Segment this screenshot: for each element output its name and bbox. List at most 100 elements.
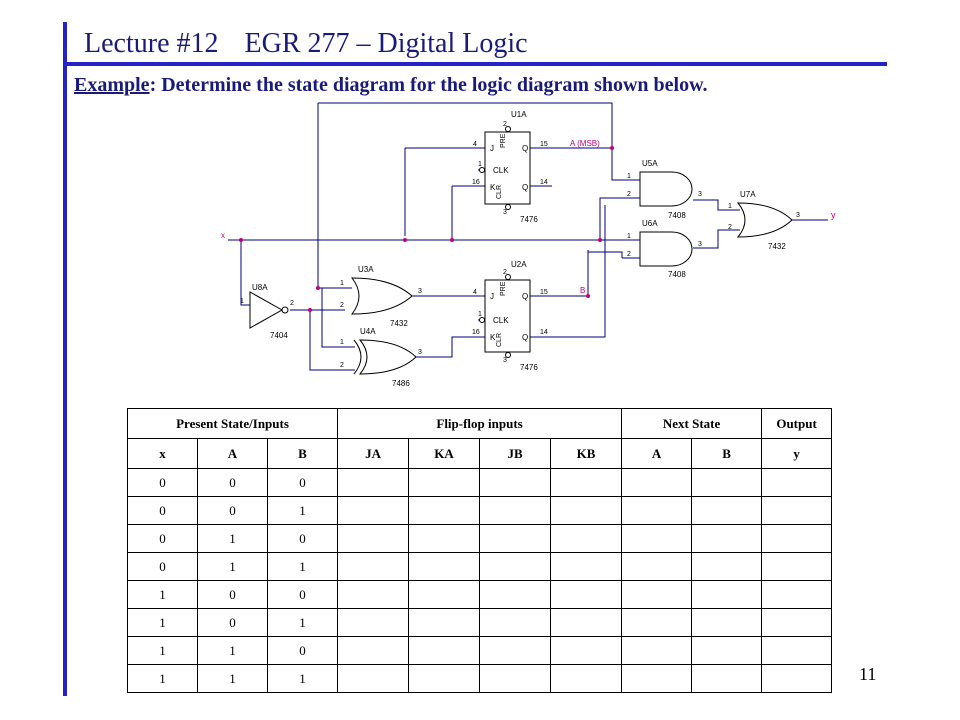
table-cell-empty xyxy=(408,468,481,497)
table-cell-empty xyxy=(691,636,763,665)
inverter-pin-in: 1 xyxy=(240,298,244,305)
ff-a-qbar-label: Q xyxy=(522,183,528,192)
table-cell-empty xyxy=(621,524,693,553)
or-gate-u7a: U7A 7432 1 2 3 xyxy=(728,190,800,251)
ff-a-pin-clk: 1 xyxy=(478,161,482,168)
and-u5-pin-in1: 1 xyxy=(627,173,631,180)
table-cell-empty xyxy=(408,608,481,637)
net-a-label: A (MSB) xyxy=(570,139,600,148)
table-cell-empty xyxy=(408,496,481,525)
state-table: Present State/Inputs Flip-flop inputs Ne… xyxy=(126,408,833,693)
ff-a-clk-label: CLK xyxy=(493,166,509,175)
table-cell-empty xyxy=(691,468,763,497)
table-cell-empty xyxy=(337,608,410,637)
course-name: EGR 277 – Digital Logic xyxy=(244,28,528,59)
table-cell-empty xyxy=(408,580,481,609)
table-cell-empty xyxy=(337,580,410,609)
table-cell-empty xyxy=(761,524,833,553)
table-cell: 0 xyxy=(197,468,268,497)
and-u6-pin-out: 3 xyxy=(698,241,702,248)
group-present-state: Present State/Inputs xyxy=(126,408,339,439)
table-cell: 1 xyxy=(127,608,198,637)
ff-b-pin-j: 4 xyxy=(473,289,477,296)
table-cell: 0 xyxy=(127,524,198,553)
lecture-number: Lecture #12 xyxy=(84,28,219,59)
ff-b-pin-clr: 3 xyxy=(503,357,507,364)
wire-junctions xyxy=(239,146,614,312)
table-cell-empty xyxy=(691,608,763,637)
net-b-label: B xyxy=(580,286,585,295)
xor-u4-part: 7486 xyxy=(392,379,410,388)
table-cell: 0 xyxy=(266,468,339,497)
and-u6-part: 7408 xyxy=(668,270,686,279)
table-cell-empty xyxy=(337,636,410,665)
table-cell: 0 xyxy=(197,580,268,609)
ff-b-clk-label: CLK xyxy=(493,316,509,325)
and-u6-ref: U6A xyxy=(642,219,658,228)
table-cell: 1 xyxy=(127,636,198,665)
table-cell: 1 xyxy=(266,552,339,581)
ff-b-j-label: J xyxy=(490,292,494,301)
left-accent-bar xyxy=(63,22,67,696)
table-cell-empty xyxy=(691,524,763,553)
ff-b-q-label: Q xyxy=(522,292,528,301)
column-header: A xyxy=(621,438,693,469)
or-u7-pin-out: 3 xyxy=(796,212,800,219)
table-cell: 1 xyxy=(197,664,268,693)
table-cell-empty xyxy=(337,552,410,581)
table-cell-empty xyxy=(479,496,552,525)
table-cell-empty xyxy=(621,468,693,497)
or-u7-part: 7432 xyxy=(768,242,786,251)
logic-diagram: U1A 7476 J CLK K Q Q PRE CLR 4 1 16 15 1… xyxy=(221,102,836,388)
table-cell-empty xyxy=(479,664,552,693)
and-gate-u6a: U6A 7408 1 2 3 xyxy=(627,219,702,279)
table-cell-empty xyxy=(408,636,481,665)
example-heading: Example: Determine the state diagram for… xyxy=(74,74,707,97)
ff-a-pin-qbar: 14 xyxy=(540,179,548,186)
table-cell-empty xyxy=(479,608,552,637)
table-cell: 1 xyxy=(127,580,198,609)
table-cell-empty xyxy=(550,636,623,665)
table-cell-empty xyxy=(479,580,552,609)
ff-b-ref: U2A xyxy=(511,260,527,269)
table-cell: 1 xyxy=(197,636,268,665)
ff-a-part: 7476 xyxy=(520,215,538,224)
table-cell-empty xyxy=(761,468,833,497)
or-u7-pin-in1: 1 xyxy=(728,203,732,210)
or-u3-ref: U3A xyxy=(358,265,374,274)
or-u3-part: 7432 xyxy=(390,319,408,328)
table-cell-empty xyxy=(761,580,833,609)
table-cell-empty xyxy=(479,552,552,581)
table-cell-empty xyxy=(337,664,410,693)
group-next-state: Next State xyxy=(621,408,763,439)
ff-b-pin-q: 15 xyxy=(540,289,548,296)
flip-flop-u1a: U1A 7476 J CLK K Q Q PRE CLR 4 1 16 15 1… xyxy=(472,110,548,224)
xor-u4-pin-in1: 1 xyxy=(340,339,344,346)
table-cell-empty xyxy=(621,552,693,581)
ff-a-ref: U1A xyxy=(511,110,527,119)
column-header: KA xyxy=(408,438,481,469)
table-cell: 0 xyxy=(266,524,339,553)
table-cell-empty xyxy=(479,524,552,553)
ff-a-clr-label: CLR xyxy=(496,185,503,199)
table-cell-empty xyxy=(550,608,623,637)
table-column-header-row: x A B JA KA JB KB A B y xyxy=(127,438,833,469)
table-cell: 1 xyxy=(127,664,198,693)
or-u3-pin-in1: 1 xyxy=(340,280,344,287)
column-header: x xyxy=(127,438,198,469)
table-cell-empty xyxy=(691,496,763,525)
or-u7-pin-in2: 2 xyxy=(728,224,732,231)
table-cell: 1 xyxy=(266,664,339,693)
table-cell: 0 xyxy=(266,580,339,609)
table-cell: 0 xyxy=(197,496,268,525)
ff-a-pin-j: 4 xyxy=(473,141,477,148)
table-cell-empty xyxy=(550,468,623,497)
ff-a-pin-q: 15 xyxy=(540,141,548,148)
title-underline xyxy=(67,62,887,66)
column-header: JA xyxy=(337,438,410,469)
